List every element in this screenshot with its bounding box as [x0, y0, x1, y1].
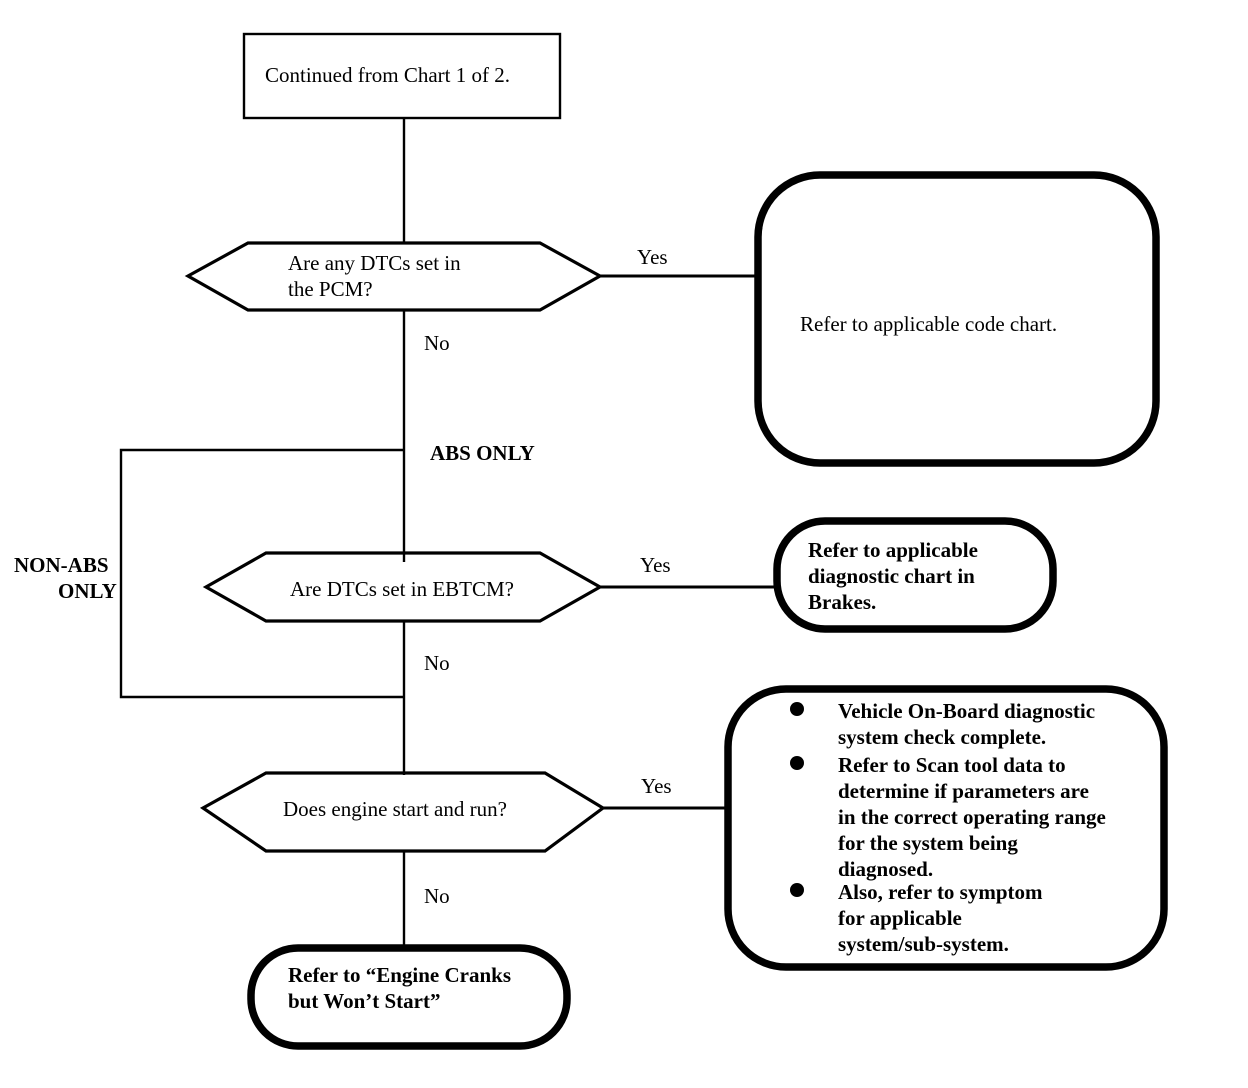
node-system-check-bullet-2: Refer to Scan tool data to determine if … [838, 753, 1111, 881]
label-dtc-pcm-no: No [424, 331, 450, 355]
node-code-chart [754, 171, 1160, 467]
bullet-marker-icon [790, 756, 804, 770]
node-dtc-ebtcm [202, 551, 604, 623]
bullet-marker-icon [790, 702, 804, 716]
bullet-marker-icon [790, 883, 804, 897]
label-non-abs-only: NON-ABS ONLY [14, 553, 117, 603]
node-system-check-complete [724, 685, 1168, 971]
node-system-check-bullet-3: Also, refer to symptom for applicable sy… [838, 880, 1048, 956]
node-engine-cranks [247, 944, 571, 1050]
connector-non-abs-bypass [119, 448, 404, 699]
node-continued-from-chart-label: Continued from Chart 1 of 2. [265, 63, 510, 87]
node-engine-start [199, 771, 606, 853]
label-dtc-pcm-yes: Yes [637, 245, 668, 269]
label-engine-start-no: No [424, 884, 450, 908]
node-brakes-chart [773, 517, 1057, 633]
node-code-chart-label: Refer to applicable code chart. [800, 312, 1057, 336]
label-dtc-ebtcm-no: No [424, 651, 450, 675]
node-brakes-chart-label: Refer to applicable diagnostic chart in … [808, 538, 983, 614]
node-engine-cranks-label: Refer to “Engine Cranks but Won’t Start” [288, 963, 516, 1013]
node-dtc-pcm-label: Are any DTCs set in the PCM? [288, 251, 466, 301]
label-engine-start-yes: Yes [641, 774, 672, 798]
node-dtc-pcm [184, 241, 604, 312]
label-abs-only: ABS ONLY [430, 441, 535, 465]
node-dtc-ebtcm-label: Are DTCs set in EBTCM? [290, 577, 514, 601]
node-system-check-bullet-1: Vehicle On-Board diagnostic system check… [838, 699, 1100, 749]
node-continued-from-chart [242, 32, 562, 120]
node-engine-start-label: Does engine start and run? [283, 797, 507, 821]
label-dtc-ebtcm-yes: Yes [640, 553, 671, 577]
